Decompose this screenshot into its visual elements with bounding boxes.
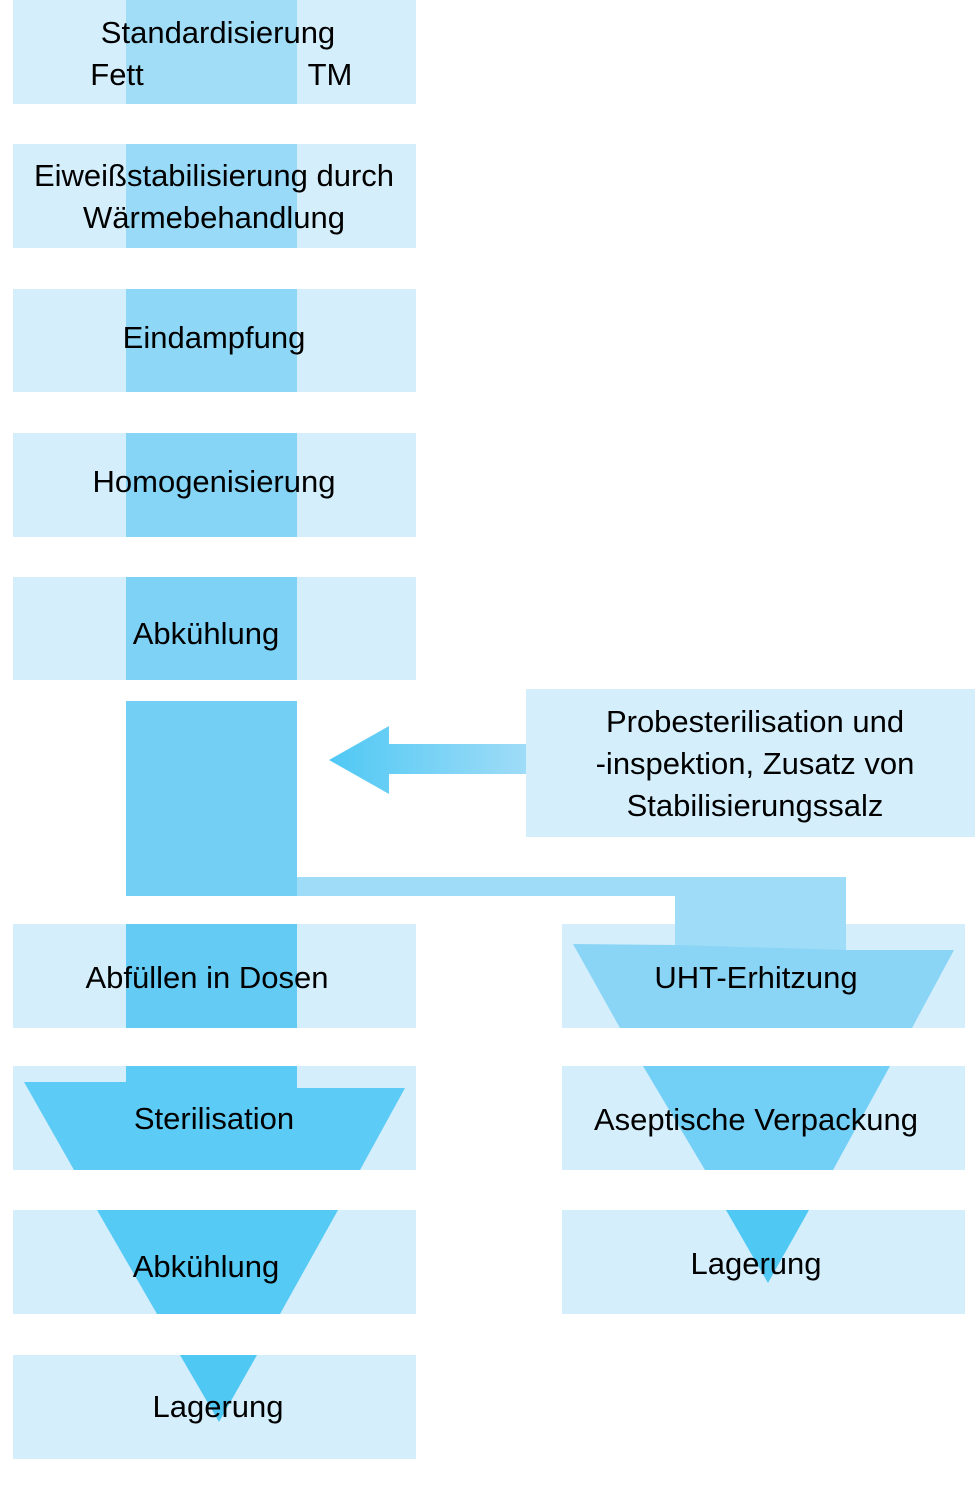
aseptisch-funnel-shape — [643, 1066, 890, 1170]
abkuehlung-funnel-shape — [97, 1210, 338, 1314]
step-label: Standardisierung — [101, 15, 335, 50]
arrow-left-icon — [329, 726, 526, 794]
step-label: Fett — [90, 57, 144, 92]
side-input-label: Stabilisierungssalz — [627, 788, 884, 823]
step-label: Eindampfung — [123, 320, 306, 355]
lagerung-left-triangle — [180, 1355, 257, 1422]
step-label: TM — [308, 57, 353, 92]
step-label: Eiweißstabilisierung durch — [34, 158, 394, 193]
uht-funnel-shape — [573, 944, 954, 1028]
step-label: Wärmebehandlung — [83, 200, 345, 235]
step-label: Sterilisation — [134, 1101, 294, 1136]
step-label: Aseptische Verpackung — [594, 1102, 918, 1137]
step-label: Abkühlung — [133, 616, 280, 651]
step-label: Lagerung — [690, 1246, 821, 1281]
lagerung-right-triangle — [726, 1210, 809, 1283]
step-label: Abkühlung — [133, 1249, 280, 1284]
step-label: UHT-Erhitzung — [654, 960, 857, 995]
step-label: Abfüllen in Dosen — [86, 960, 329, 995]
side-input-box — [526, 689, 975, 837]
step-label: Lagerung — [152, 1389, 283, 1424]
side-input-label: Probesterilisation und — [606, 704, 904, 739]
side-input-label: -inspektion, Zusatz von — [596, 746, 915, 781]
step-label: Homogenisierung — [93, 464, 336, 499]
branch-connector — [297, 877, 846, 950]
sterilisation-funnel-shape — [24, 1066, 405, 1170]
